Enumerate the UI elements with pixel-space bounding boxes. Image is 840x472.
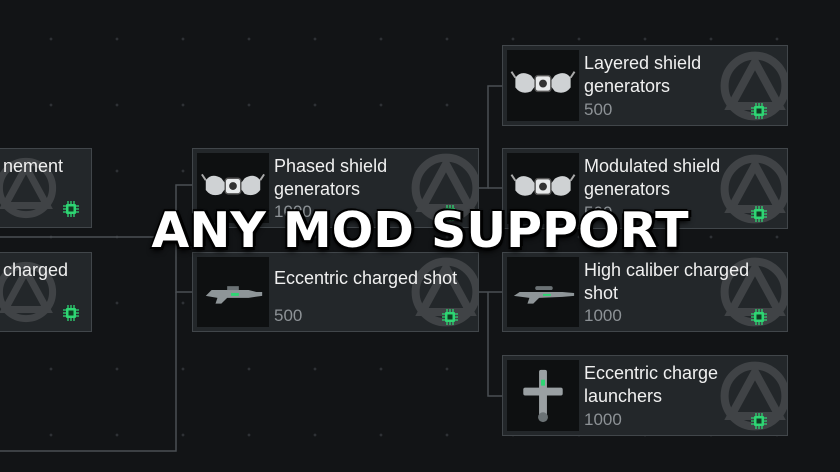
tech-thumbnail (197, 153, 269, 223)
tech-node-name: nement (3, 156, 64, 176)
tech-node-name: Phased shield generators (274, 156, 388, 199)
research-chip-icon (63, 305, 79, 321)
shield-generator-icon (201, 173, 265, 196)
tech-node-left-2[interactable]: charged (0, 252, 92, 332)
tech-thumbnail (507, 257, 579, 327)
research-chip-icon (442, 205, 458, 221)
tech-node-cost: 1000 (274, 202, 312, 221)
research-chip-icon (63, 201, 79, 217)
tech-node-cost: 1000 (584, 306, 622, 325)
faction-emblem-icon (0, 261, 57, 323)
research-chip-icon (751, 413, 767, 429)
tech-node-cost: 1000 (584, 410, 622, 429)
tech-node-name: Layered shield generators (584, 53, 702, 96)
tech-node-cost: 500 (584, 100, 613, 119)
tech-node-high-caliber[interactable]: High caliber charged shot 1000 (502, 252, 788, 332)
charge-launcher-icon (523, 369, 563, 423)
sniper-rifle-icon (513, 286, 575, 304)
tech-node-modulated-shield[interactable]: Modulated shield generators 500 (502, 148, 788, 229)
research-chip-icon (442, 309, 458, 325)
tech-node-left-1[interactable]: nement (0, 148, 92, 228)
tech-node-name: Eccentric charge launchers (584, 363, 719, 406)
tech-node-cost: 500 (584, 203, 613, 222)
tech-node-cost: 500 (274, 306, 303, 325)
tech-thumbnail (507, 50, 579, 121)
tech-thumbnail (197, 257, 269, 327)
tech-node-eccentric-charged-shot[interactable]: Eccentric charged shot 500 (192, 252, 479, 332)
tech-node-layered-shield[interactable]: Layered shield generators 500 (502, 45, 788, 126)
tech-node-phased-shield[interactable]: Phased shield generators 1000 (192, 148, 479, 228)
tech-node-name: charged (3, 260, 69, 280)
faction-emblem-icon (0, 157, 57, 219)
charged-rifle-icon (205, 286, 263, 304)
shield-generator-icon (510, 71, 576, 93)
tech-node-name: Eccentric charged shot (274, 268, 458, 288)
research-chip-icon (751, 206, 767, 222)
tech-node-eccentric-launchers[interactable]: Eccentric charge launchers 1000 (502, 355, 788, 436)
banner-title: ANY MOD SUPPORT (151, 202, 689, 259)
research-chip-icon (751, 309, 767, 325)
shield-generator-icon (510, 174, 576, 196)
research-chip-icon (751, 103, 767, 119)
tech-node-name: Modulated shield generators (584, 156, 721, 199)
tech-thumbnail (507, 153, 579, 224)
tech-thumbnail (507, 360, 579, 431)
tech-node-name: High caliber charged shot (584, 260, 750, 303)
